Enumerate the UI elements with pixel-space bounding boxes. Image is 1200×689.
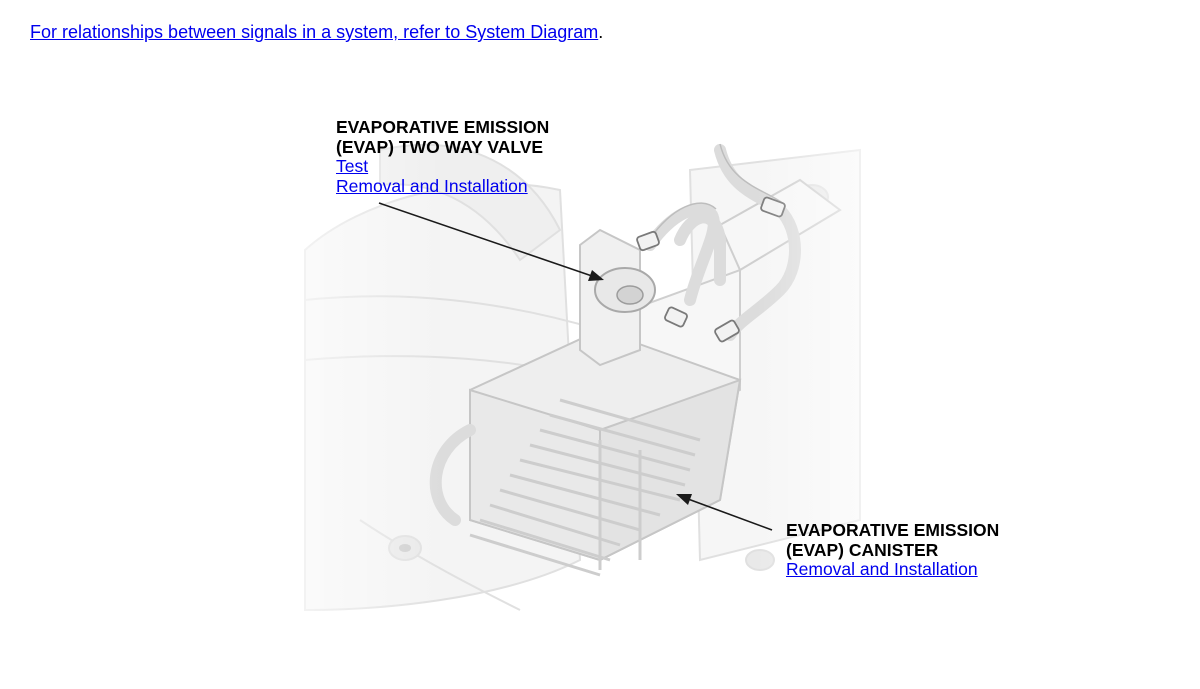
canister-callout: EVAPORATIVE EMISSION (EVAP) CANISTER Rem… xyxy=(786,520,1000,580)
valve-test-link[interactable]: Test xyxy=(336,156,369,176)
canister-removal-link[interactable]: Removal and Installation xyxy=(786,559,978,579)
valve-title-line1: EVAPORATIVE EMISSION xyxy=(336,117,550,137)
canister-title-line2: (EVAP) CANISTER xyxy=(786,539,939,560)
intro-suffix: . xyxy=(598,22,604,42)
valve-title-line2: (EVAP) TWO WAY VALVE xyxy=(336,136,544,157)
valve-removal-link[interactable]: Removal and Installation xyxy=(336,175,528,196)
intro-line: For relationships between signals in a s… xyxy=(30,22,603,43)
system-diagram-link[interactable]: For relationships between signals in a s… xyxy=(30,22,599,42)
canister-leader-line xyxy=(676,494,773,531)
valve-leader-line xyxy=(378,202,604,281)
valve-callout: EVAPORATIVE EMISSION (EVAP) TWO WAY VALV… xyxy=(336,117,550,196)
canister-title-line1: EVAPORATIVE EMISSION xyxy=(786,520,1000,540)
